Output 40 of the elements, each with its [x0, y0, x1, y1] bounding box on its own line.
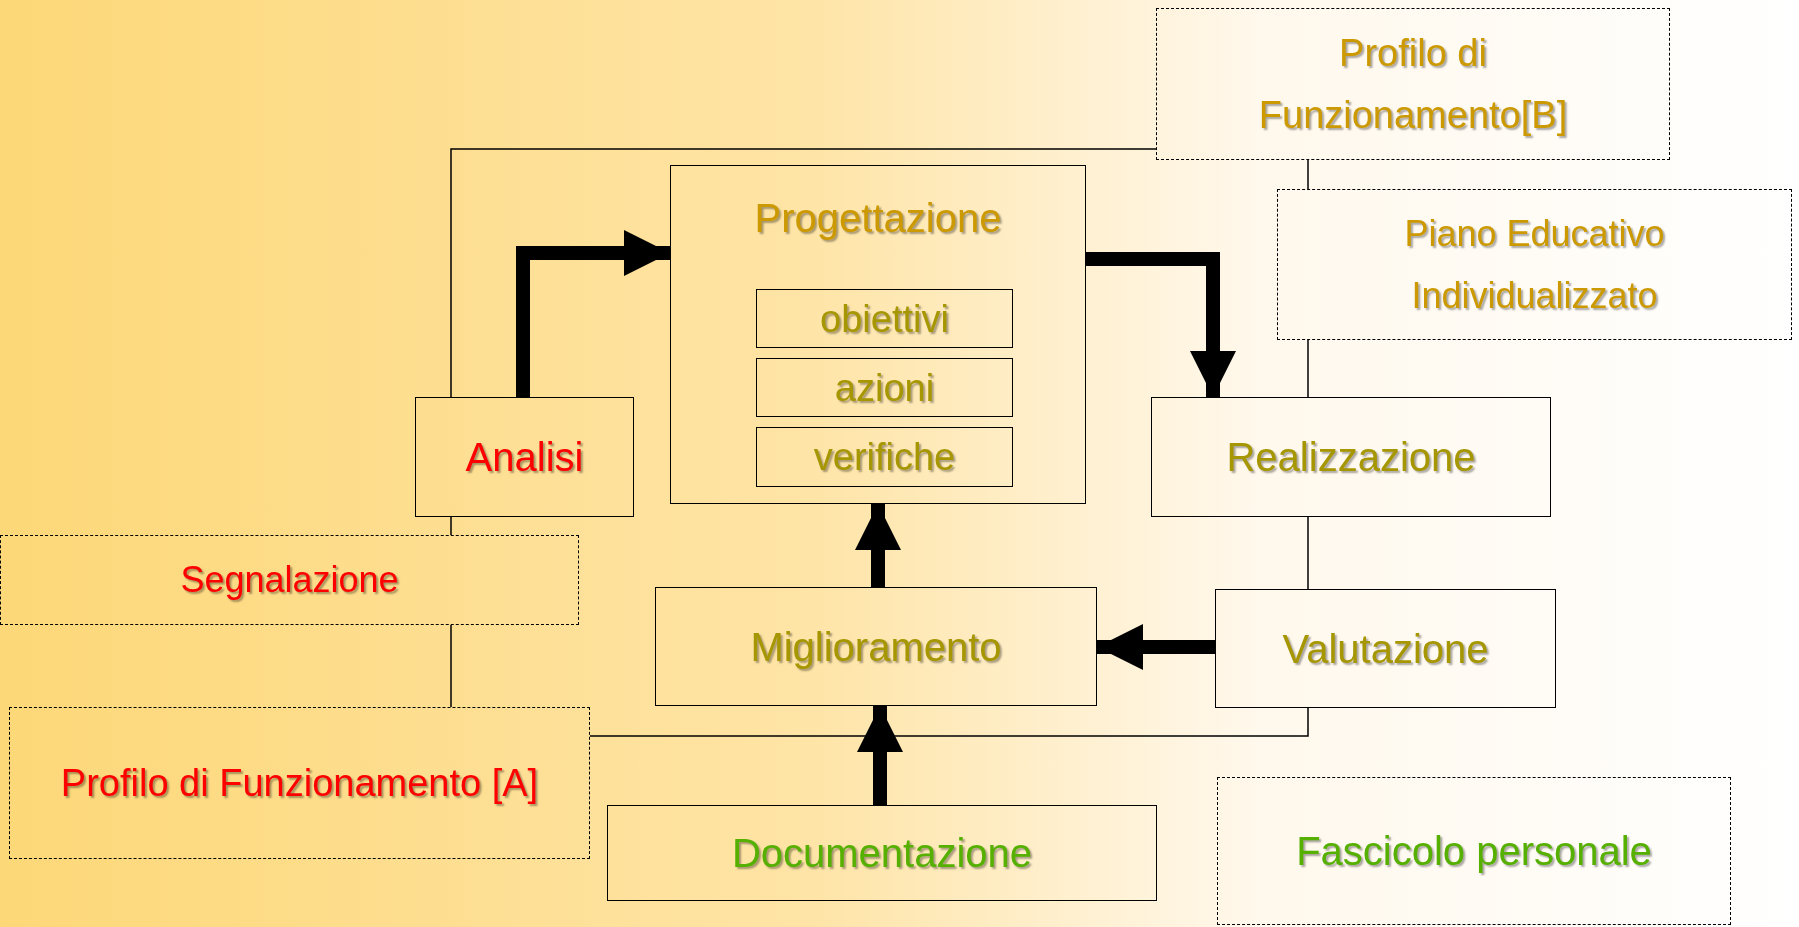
- process-box: [415, 397, 634, 517]
- process-box: [607, 805, 1157, 901]
- node-label: Miglioramento: [750, 623, 1002, 671]
- connector-line: [589, 707, 1309, 737]
- process-box: [655, 587, 1097, 706]
- dashed-box: [1217, 777, 1731, 925]
- node-label: Profilo di Funzionamento [A]: [59, 761, 540, 806]
- arrow: [1086, 252, 1236, 397]
- dashed-box: [1156, 8, 1670, 160]
- node-label: Segnalazione: [180, 558, 399, 602]
- connector-line: [1307, 159, 1309, 190]
- connector-line: [450, 624, 452, 708]
- node-label: verifiche: [813, 437, 956, 477]
- node-label: Analisi: [465, 434, 584, 481]
- process-box: [756, 358, 1013, 417]
- node-label: Fascicolo personale: [1296, 828, 1652, 875]
- node-label: Profilo di Funzionamento[B]: [1257, 31, 1569, 138]
- node-label: azioni: [834, 367, 935, 408]
- process-box: [1215, 589, 1556, 708]
- process-box: [670, 165, 1086, 504]
- node-label: Progettazione: [754, 195, 1002, 242]
- connector-line: [1307, 339, 1309, 398]
- dashed-box: [0, 535, 579, 625]
- arrow: [857, 706, 903, 805]
- node-label: obiettivi: [820, 298, 949, 339]
- process-box: [756, 289, 1013, 348]
- connector-line: [450, 148, 1157, 398]
- dashed-box: [9, 707, 590, 859]
- node-label: Realizzazione: [1226, 434, 1476, 481]
- arrow: [855, 504, 901, 587]
- process-box: [756, 427, 1013, 487]
- node-label: Piano Educativo Individualizzato: [1403, 211, 1666, 318]
- node-label: Valutazione: [1282, 625, 1489, 673]
- connector-line: [1307, 516, 1309, 590]
- process-box: [1151, 397, 1551, 517]
- arrow: [516, 230, 670, 397]
- dashed-box: [1277, 189, 1792, 340]
- arrow: [1097, 624, 1215, 670]
- connector-line: [450, 516, 452, 536]
- node-label: Documentazione: [731, 830, 1033, 877]
